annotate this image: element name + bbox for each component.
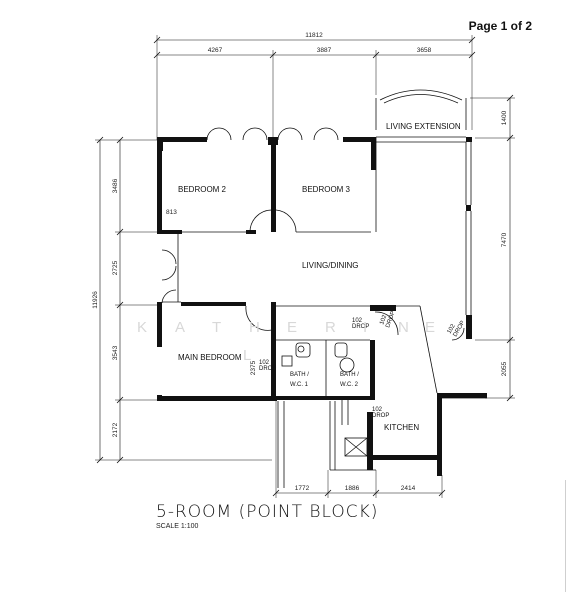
dim-overall-height: 11926 [92, 291, 99, 309]
drop-2-label: DROP [352, 324, 369, 330]
dim-left-1: 3486 [112, 178, 119, 193]
drop-5-value: 102 [447, 323, 458, 335]
room-bath-1-line1: BATH / [290, 372, 309, 378]
room-bath-2-line1: BATH / [340, 372, 359, 378]
dim-left-2: 2725 [112, 260, 119, 275]
room-bath-2-line2: W.C. 2 [340, 382, 359, 388]
page-indicator: Page 1 of 2 [468, 19, 532, 33]
dim-wall-813: 813 [166, 209, 177, 216]
room-bath-1-line2: W.C. 1 [290, 382, 309, 388]
dim-top-3: 3658 [417, 47, 432, 54]
dim-bottom-2: 1886 [345, 485, 360, 492]
room-bedroom-3: BEDROOM 3 [302, 185, 351, 194]
dim-right-2: 7470 [501, 232, 508, 247]
plan-title: 5-ROOM (POINT BLOCK) [156, 502, 379, 522]
watermark-letter-6: R [325, 319, 338, 336]
room-main-bedroom: MAIN BEDROOM [178, 353, 242, 362]
watermark-letter-1: K [137, 319, 149, 336]
dim-left-3: 3543 [112, 345, 119, 360]
dim-left-4: 2172 [112, 422, 119, 437]
dim-bottom-3: 2414 [401, 485, 416, 492]
room-kitchen: KITCHEN [384, 423, 419, 432]
watermark-letter-3: T [212, 319, 223, 336]
dim-wall-2375: 2375 [250, 360, 257, 375]
watermark-letter-8: N [398, 319, 411, 336]
dim-top-1: 4267 [208, 47, 223, 54]
drop-4-label: DROP [385, 310, 397, 328]
room-bedroom-2: BEDROOM 2 [178, 185, 227, 194]
dim-overall-width: 11812 [305, 32, 323, 39]
watermark-letter-5: E [287, 319, 299, 336]
watermark-letter-4: H [249, 319, 262, 336]
dim-right-3: 2055 [501, 361, 508, 376]
drop-1-label: DROP [259, 366, 276, 372]
dim-top-2: 3887 [317, 47, 332, 54]
plan-scale: SCALE 1:100 [156, 523, 199, 530]
drop-3-label: DROP [372, 413, 389, 419]
room-living-extension: LIVING EXTENSION [386, 122, 461, 131]
dim-right-1: 1400 [501, 110, 508, 125]
dim-bottom-1: 1772 [295, 485, 310, 492]
drop-3-value: 102 [372, 407, 383, 413]
watermark-letter-2: A [175, 319, 187, 336]
drop-1-value: 102 [259, 360, 270, 366]
watermark-letter-7: I [363, 319, 369, 336]
watermark-letter-10: L [243, 347, 253, 364]
drop-4-value: 102 [379, 314, 388, 326]
watermark-letter-9: E [425, 319, 437, 336]
page-edge-line [565, 480, 566, 592]
drop-2-value: 102 [352, 318, 363, 324]
room-living-dining: LIVING/DINING [302, 261, 358, 270]
